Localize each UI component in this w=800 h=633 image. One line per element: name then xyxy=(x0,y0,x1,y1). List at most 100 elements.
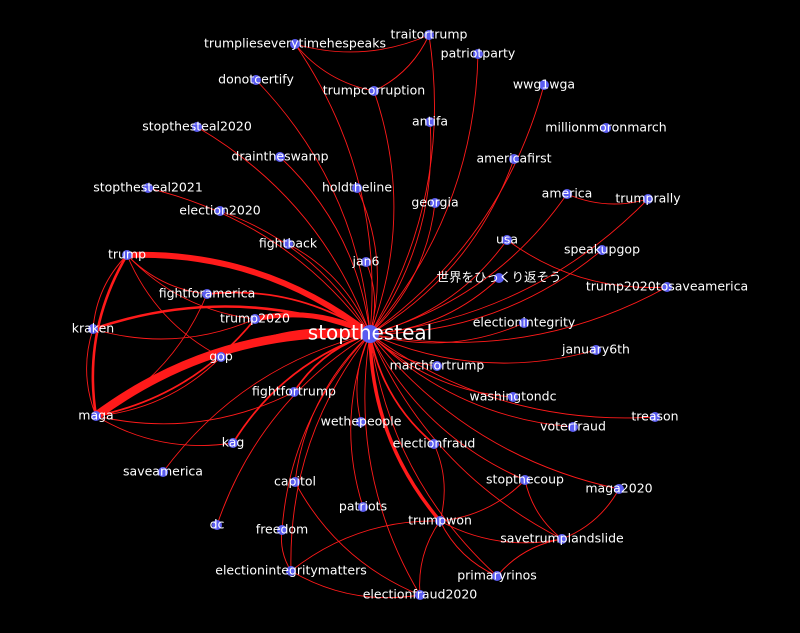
edge-stopthesteal-sekai xyxy=(369,277,500,335)
node-label-capitol: capitol xyxy=(274,474,316,489)
node-treason[interactable] xyxy=(650,412,660,422)
edge-stopthesteal-stopthesteal2021 xyxy=(147,187,371,335)
node-label-millionmoronmarch: millionmoronmarch xyxy=(545,120,666,135)
edge-trumplieseverytimehespeaks-trumpcorruption xyxy=(294,43,375,92)
node-trumprally[interactable] xyxy=(643,194,653,204)
node-georgia[interactable] xyxy=(430,198,440,208)
node-trumpwon[interactable] xyxy=(435,516,445,526)
edge-usa-trump2020tosaveamerica xyxy=(506,239,668,288)
node-speakupgop[interactable] xyxy=(597,245,607,255)
node-kraken[interactable] xyxy=(88,324,98,334)
node-election2020[interactable] xyxy=(215,206,225,216)
node-label-wwg1wga: wwg1wga xyxy=(513,77,575,92)
node-label-primaryrinos: primaryrinos xyxy=(457,568,537,583)
node-fightfortrump[interactable] xyxy=(289,387,299,397)
node-label-maga2020: maga2020 xyxy=(585,481,652,496)
edge-kraken-trump2020 xyxy=(92,318,256,340)
node-antifa[interactable] xyxy=(425,117,435,127)
node-patriots[interactable] xyxy=(358,502,368,512)
node-maga[interactable] xyxy=(91,411,101,421)
node-wwg1wga[interactable] xyxy=(539,80,549,90)
node-label-saveamerica: saveamerica xyxy=(123,464,203,479)
edge-stopthesteal-donotcertify xyxy=(255,79,371,335)
node-donotcertify[interactable] xyxy=(251,75,261,85)
node-label-georgia: georgia xyxy=(411,195,458,210)
node-freedom[interactable] xyxy=(277,525,287,535)
edge-trump-trump2020 xyxy=(126,254,256,320)
node-electionfraud2020[interactable] xyxy=(415,590,425,600)
node-label-donotcertify: donotcertify xyxy=(218,72,294,87)
node-electionfraud[interactable] xyxy=(429,439,439,449)
node-trumpcorruption[interactable] xyxy=(369,86,379,96)
node-savetrumplandslide[interactable] xyxy=(557,534,567,544)
node-label-trumplieseverytimehespeaks: trumplieseverytimehespeaks xyxy=(204,36,386,51)
node-january6th[interactable] xyxy=(591,345,601,355)
node-stopthesteal2020[interactable] xyxy=(192,122,202,132)
node-label-traitortrump: traitortrump xyxy=(391,27,468,42)
node-america[interactable] xyxy=(562,189,572,199)
node-marchfortrump[interactable] xyxy=(432,361,442,371)
node-electionintegrity[interactable] xyxy=(519,318,529,328)
node-saveamerica[interactable] xyxy=(158,467,168,477)
node-label-january6th: january6th xyxy=(561,342,630,357)
node-voterfraud[interactable] xyxy=(568,422,578,432)
edge-stopthesteal-january6th xyxy=(369,333,597,364)
node-label-trump: trump xyxy=(108,247,146,262)
node-stopthesteal2021[interactable] xyxy=(143,183,153,193)
edge-trump-kraken xyxy=(92,254,128,330)
node-holdtheline[interactable] xyxy=(352,183,362,193)
edge-layer xyxy=(86,34,668,599)
node-washingtondc[interactable] xyxy=(508,392,518,402)
node-label-washingtondc: washingtondc xyxy=(470,389,557,404)
node-trump[interactable] xyxy=(122,250,132,260)
node-layer xyxy=(88,30,672,600)
node-primaryrinos[interactable] xyxy=(492,571,502,581)
node-label-electionfraud: electionfraud xyxy=(393,436,476,451)
node-trump2020[interactable] xyxy=(250,314,260,324)
node-stopthesteal[interactable] xyxy=(361,325,379,343)
edge-stopthesteal-election2020 xyxy=(219,210,371,335)
node-sekai[interactable] xyxy=(494,273,504,283)
edge-stopthesteal-kraken xyxy=(91,305,372,336)
node-jan6[interactable] xyxy=(361,257,371,267)
node-americafirst[interactable] xyxy=(509,154,519,164)
node-wethepeople[interactable] xyxy=(356,417,366,427)
edge-stopthesteal-freedom xyxy=(281,333,371,531)
node-label-holdtheline: holdtheline xyxy=(322,180,392,195)
node-label-trumprally: trumprally xyxy=(615,191,681,206)
edge-maga-fightfortrump xyxy=(95,391,295,425)
node-stopthecoup[interactable] xyxy=(520,475,530,485)
node-label-stopthesteal: stopthesteal xyxy=(308,321,432,345)
edge-stopthesteal-usa xyxy=(369,239,508,335)
edge-trumpwon-savetrumplandslide xyxy=(439,520,563,544)
node-electionintegritymatters[interactable] xyxy=(286,566,296,576)
edge-trump-gop xyxy=(126,254,222,358)
edge-stopthesteal-fightback xyxy=(287,243,371,335)
node-dc[interactable] xyxy=(212,520,222,530)
node-fightback[interactable] xyxy=(283,239,293,249)
node-gop[interactable] xyxy=(216,352,226,362)
edge-stopthesteal-stopthesteal2020 xyxy=(196,126,371,335)
node-usa[interactable] xyxy=(502,235,512,245)
edge-kraken-maga xyxy=(86,328,97,417)
node-kag[interactable] xyxy=(228,438,238,448)
edge-capitol-electionfraud2020 xyxy=(294,481,421,596)
node-trumplieseverytimehespeaks[interactable] xyxy=(290,39,300,49)
node-label-sekai: 世界をひっくり返そう xyxy=(436,270,561,285)
node-label-patriots: patriots xyxy=(339,499,387,514)
node-trump2020tosaveamerica[interactable] xyxy=(662,282,672,292)
edge-stopthesteal-washingtondc xyxy=(369,333,514,398)
node-capitol[interactable] xyxy=(290,477,300,487)
node-maga2020[interactable] xyxy=(614,484,624,494)
edge-stopthesteal-georgia xyxy=(369,202,436,335)
node-patriotparty[interactable] xyxy=(473,49,483,59)
node-traitortrump[interactable] xyxy=(424,30,434,40)
node-label-trumpwon: trumpwon xyxy=(408,513,472,528)
edge-stopthesteal-primaryrinos xyxy=(369,333,498,577)
node-draintheswamp[interactable] xyxy=(275,152,285,162)
node-millionmoronmarch[interactable] xyxy=(601,123,611,133)
node-fightforamerica[interactable] xyxy=(202,289,212,299)
edge-stopthesteal-maga2020 xyxy=(369,333,620,490)
node-label-trump2020: trump2020 xyxy=(220,311,290,326)
edge-stopthesteal-patriots xyxy=(350,333,371,508)
